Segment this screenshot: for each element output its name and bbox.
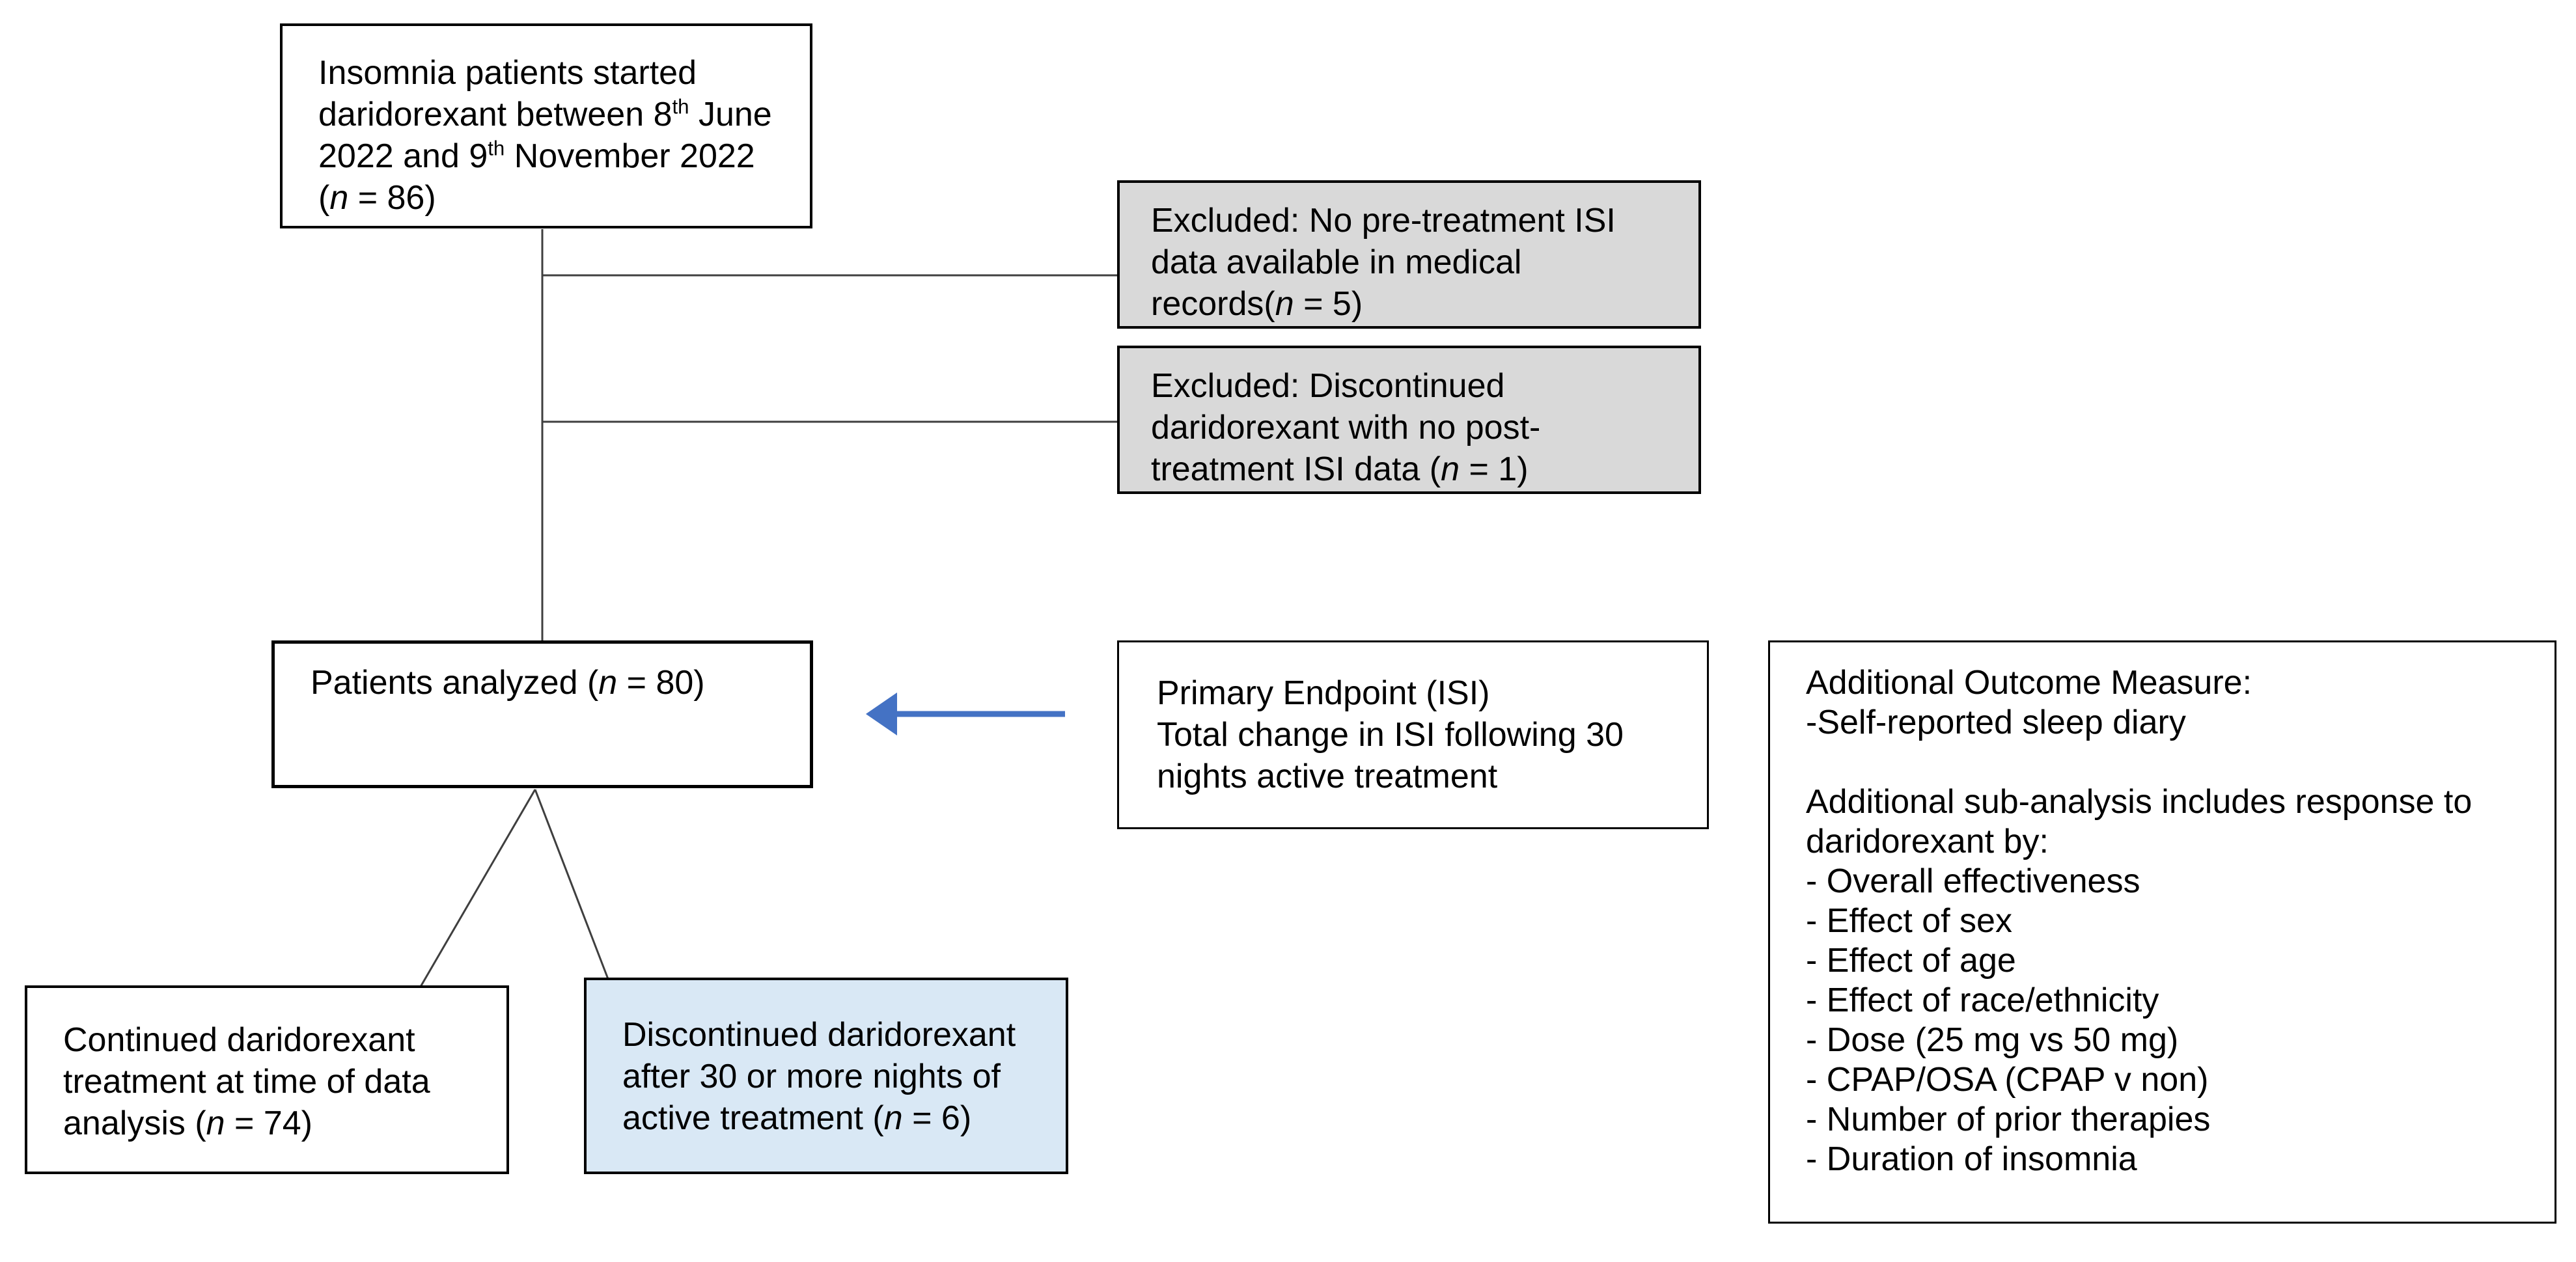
text-line: Patients analyzed (n = 80)	[311, 664, 705, 702]
left-arrow-icon	[866, 693, 1065, 735]
text-line: Insomnia patients started	[318, 54, 697, 92]
excluded-discontinued-box: Excluded: Discontinued daridorexant with …	[1117, 346, 1701, 494]
text-line: analysis (n = 74)	[63, 1104, 312, 1142]
patients-analyzed-box: Patients analyzed (n = 80)	[271, 640, 813, 788]
text-line: - CPAP/OSA (CPAP v non)	[1806, 1061, 2209, 1099]
text-line: Additional sub-analysis includes respons…	[1806, 783, 2472, 821]
continued-treatment-box: Continued daridorexant treatment at time …	[25, 985, 509, 1174]
text-line: - Effect of sex	[1806, 902, 2012, 940]
text-line: - Duration of insomnia	[1806, 1140, 2137, 1178]
text-line: daridorexant between 8th June	[318, 95, 772, 133]
text-line: after 30 or more nights of	[622, 1058, 1001, 1095]
text-line: - Dose (25 mg vs 50 mg)	[1806, 1021, 2179, 1059]
text-line: treatment ISI data (n = 1)	[1151, 450, 1529, 488]
connector-diagonal-continued	[419, 789, 536, 987]
discontinued-treatment-box: Discontinued daridorexant after 30 or mor…	[584, 978, 1068, 1174]
text-line: Primary Endpoint (ISI)	[1157, 674, 1490, 712]
text-line: data available in medical	[1151, 243, 1522, 281]
text-line: Excluded: No pre-treatment ISI	[1151, 202, 1616, 240]
text-line: nights active treatment	[1157, 758, 1498, 795]
text-line: -Self-reported sleep diary	[1806, 704, 2186, 741]
text-line: daridorexant by:	[1806, 823, 2049, 860]
text-line: (n = 86)	[318, 179, 436, 217]
text-line: Discontinued daridorexant	[622, 1016, 1016, 1054]
text-line: - Effect of age	[1806, 942, 2016, 980]
primary-endpoint-box: Primary Endpoint (ISI) Total change in IS…	[1117, 640, 1709, 829]
text-line	[1806, 743, 2541, 782]
arrow-head	[866, 693, 897, 735]
text-line: Excluded: Discontinued	[1151, 367, 1505, 405]
connector-diagonal-discontinued	[534, 789, 609, 980]
text-line: - Number of prior therapies	[1806, 1101, 2211, 1138]
text-line: records(n = 5)	[1151, 285, 1363, 323]
text-line: Additional Outcome Measure:	[1806, 664, 2252, 702]
text-line: - Overall effectiveness	[1806, 862, 2140, 900]
text-line: Total change in ISI following 30	[1157, 716, 1624, 754]
text-line: 2022 and 9th November 2022	[318, 137, 755, 175]
text-line: - Effect of race/ethnicity	[1806, 981, 2159, 1019]
text-line: daridorexant with no post-	[1151, 409, 1541, 446]
text-line: active treatment (n = 6)	[622, 1099, 972, 1137]
text-line: treatment at time of data	[63, 1063, 430, 1101]
text-line: Continued daridorexant	[63, 1021, 415, 1059]
additional-outcomes-box: Additional Outcome Measure:-Self-reporte…	[1768, 640, 2556, 1224]
